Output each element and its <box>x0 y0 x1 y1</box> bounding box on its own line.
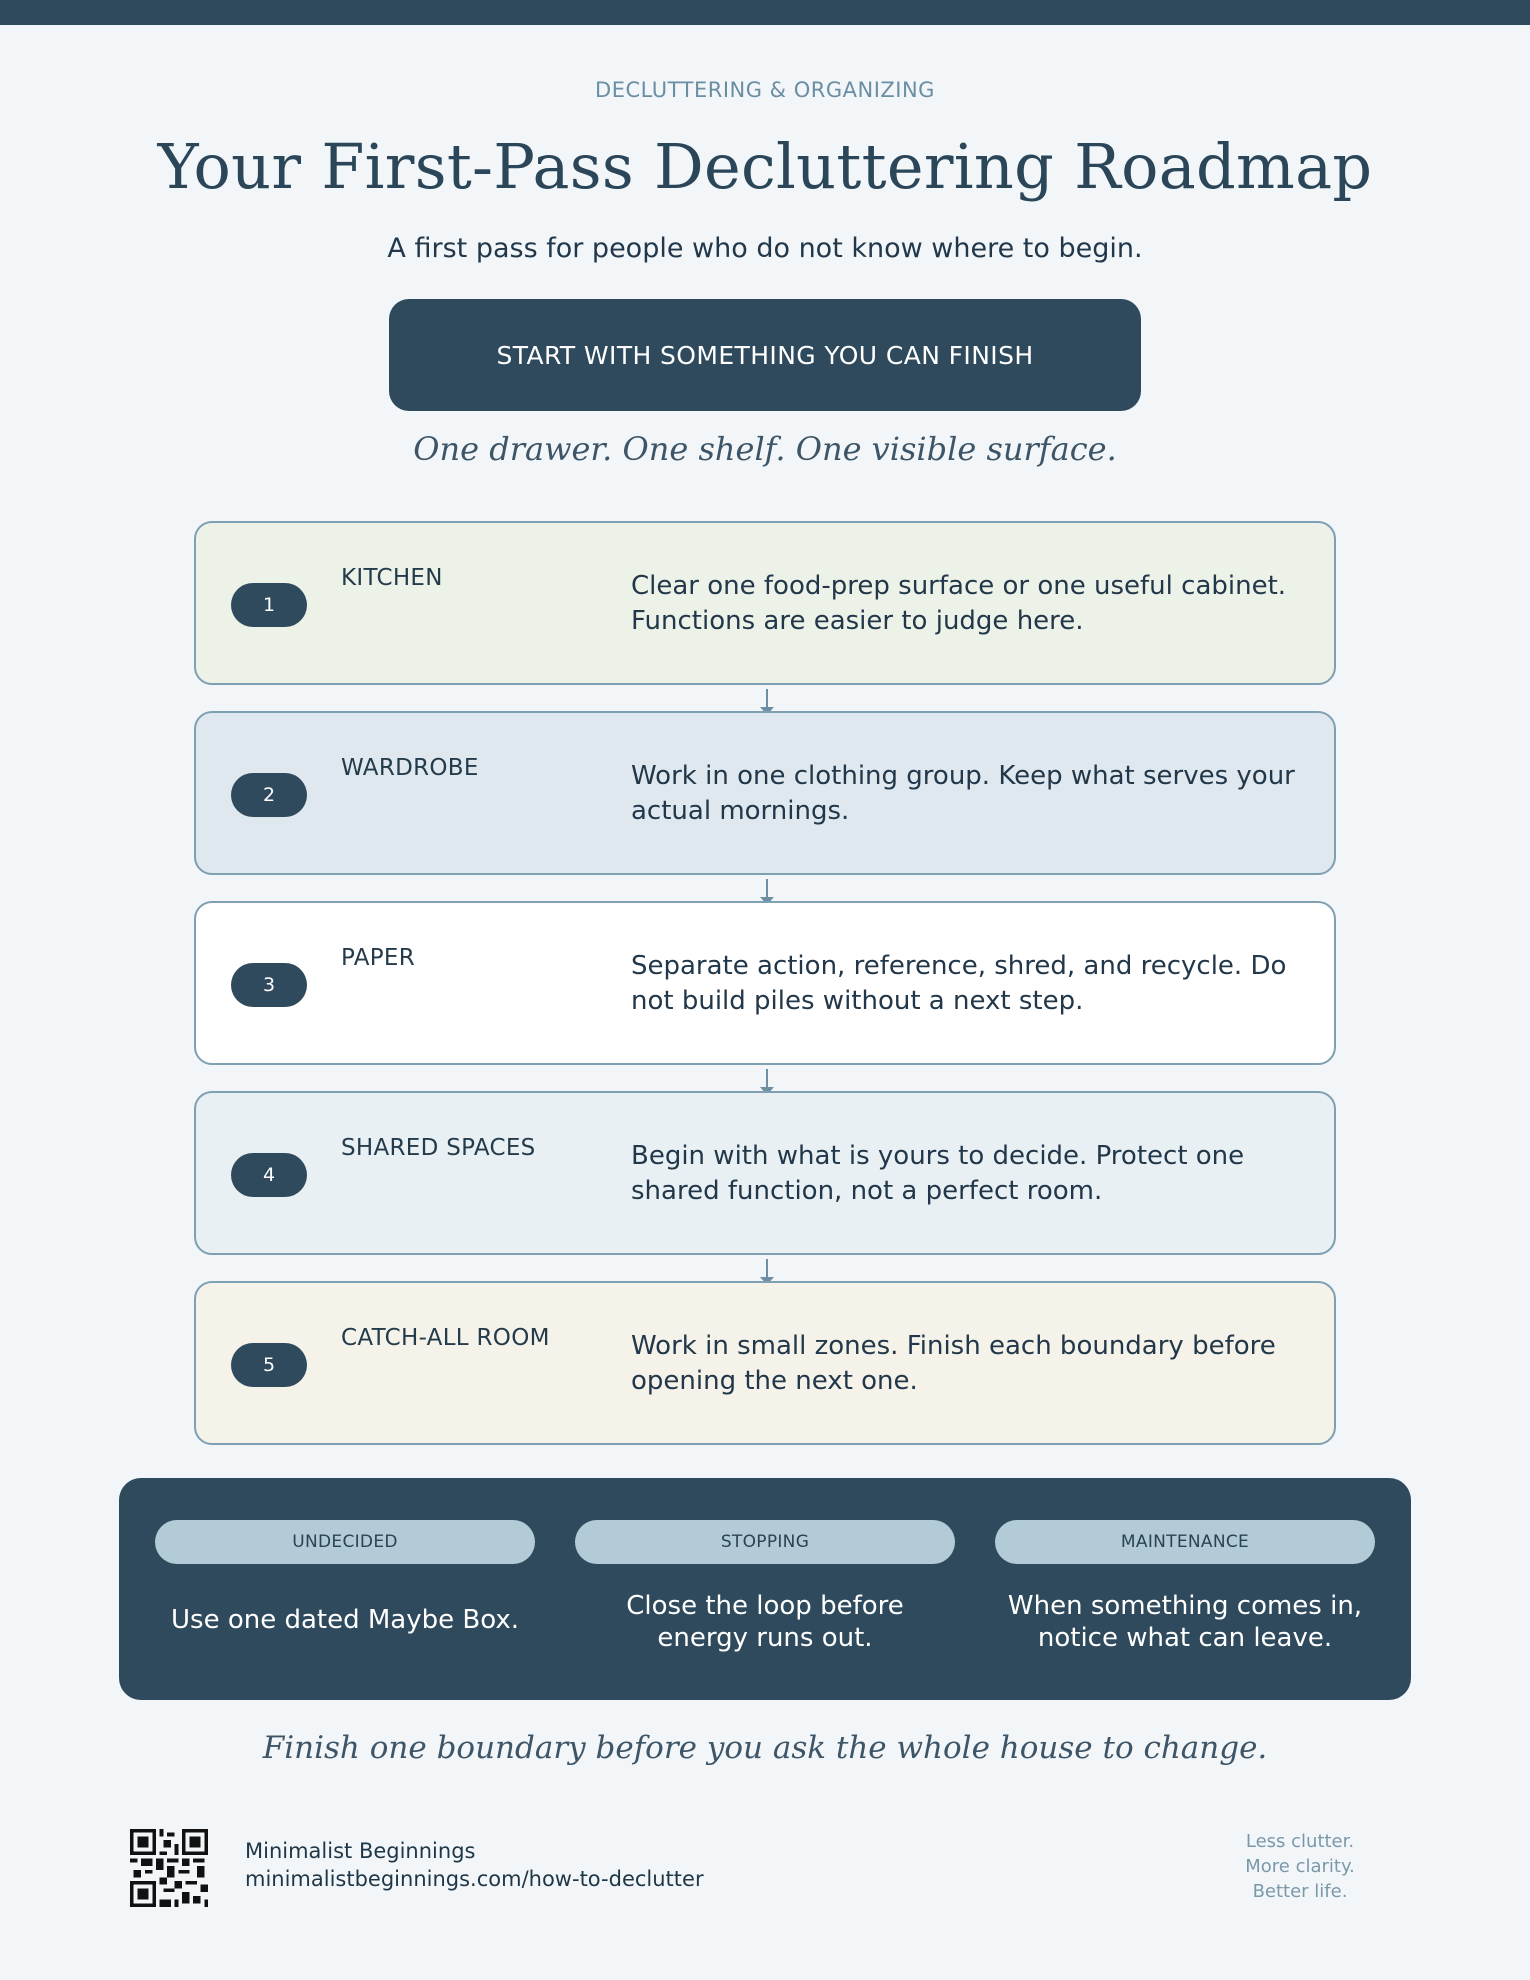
step-description: Work in one clothing group. Keep what se… <box>631 761 1295 826</box>
start-banner: START WITH SOMETHING YOU CAN FINISH <box>389 299 1141 411</box>
step-name: WARDROBE <box>341 755 479 781</box>
down-arrow-icon <box>760 1259 774 1285</box>
tips-panel: UNDECIDED Use one dated Maybe Box. STOPP… <box>119 1478 1411 1700</box>
roadmap-steps: 1 KITCHEN Clear one food-prep surface or… <box>194 521 1336 1445</box>
step-card-shared-spaces: 4 SHARED SPACES Begin with what is yours… <box>194 1091 1336 1285</box>
step-card-paper: 3 PAPER Separate action, reference, shre… <box>194 901 1336 1095</box>
page-subtitle: A first pass for people who do not know … <box>387 233 1143 264</box>
down-arrow-icon <box>760 879 774 905</box>
start-subtext: One drawer. One shelf. One visible surfa… <box>413 430 1117 468</box>
tip-text: Close the loop before energy runs out. <box>626 1591 904 1653</box>
step-card-catch-all-room: 5 CATCH-ALL ROOM Work in small zones. Fi… <box>194 1281 1336 1445</box>
step-card-kitchen: 1 KITCHEN Clear one food-prep surface or… <box>194 521 1336 715</box>
step-number-badge: 4 <box>231 1153 307 1197</box>
category-eyebrow: DECLUTTERING & ORGANIZING <box>595 78 935 102</box>
down-arrow-icon <box>760 1069 774 1095</box>
down-arrow-icon <box>760 689 774 715</box>
step-card-wardrobe: 2 WARDROBE Work in one clothing group. K… <box>194 711 1336 905</box>
tip-label-pill: UNDECIDED <box>155 1520 535 1564</box>
tip-undecided: UNDECIDED Use one dated Maybe Box. <box>155 1520 535 1636</box>
closing-quote: Finish one boundary before you ask the w… <box>262 1730 1268 1766</box>
step-name: SHARED SPACES <box>341 1135 536 1161</box>
tagline-line: Better life. <box>1252 1881 1348 1902</box>
qr-code-icon[interactable] <box>130 1829 208 1907</box>
tip-label-pill: STOPPING <box>575 1520 955 1564</box>
tip-label-pill: MAINTENANCE <box>995 1520 1375 1564</box>
step-name: PAPER <box>341 945 416 971</box>
step-description: Separate action, reference, shred, and r… <box>631 951 1287 1016</box>
tagline-line: Less clutter. <box>1245 1831 1355 1852</box>
step-number-badge: 2 <box>231 773 307 817</box>
step-number-badge: 5 <box>231 1343 307 1387</box>
step-description: Clear one food-prep surface or one usefu… <box>631 571 1287 636</box>
tip-maintenance: MAINTENANCE When something comes in, not… <box>995 1520 1375 1654</box>
step-name: CATCH-ALL ROOM <box>341 1325 550 1351</box>
tagline: Less clutter. More clarity. Better life. <box>1200 1829 1400 1904</box>
tip-text: Use one dated Maybe Box. <box>171 1605 519 1635</box>
brand-name: Minimalist Beginnings <box>245 1839 476 1863</box>
step-description: Work in small zones. Finish each boundar… <box>631 1331 1276 1396</box>
step-number-badge: 1 <box>231 583 307 627</box>
step-number-badge: 3 <box>231 963 307 1007</box>
brand-url-link[interactable]: minimalistbeginnings.com/how-to-declutte… <box>245 1867 704 1891</box>
tip-stopping: STOPPING Close the loop before energy ru… <box>575 1520 955 1654</box>
step-name: KITCHEN <box>341 565 443 591</box>
start-banner-label: START WITH SOMETHING YOU CAN FINISH <box>496 340 1034 370</box>
top-accent-bar <box>0 0 1530 25</box>
tip-text: When something comes in, notice what can… <box>1007 1591 1363 1653</box>
tagline-line: More clarity. <box>1245 1856 1355 1877</box>
page-title: Your First-Pass Decluttering Roadmap <box>157 130 1373 203</box>
step-description: Begin with what is yours to decide. Prot… <box>631 1141 1245 1206</box>
